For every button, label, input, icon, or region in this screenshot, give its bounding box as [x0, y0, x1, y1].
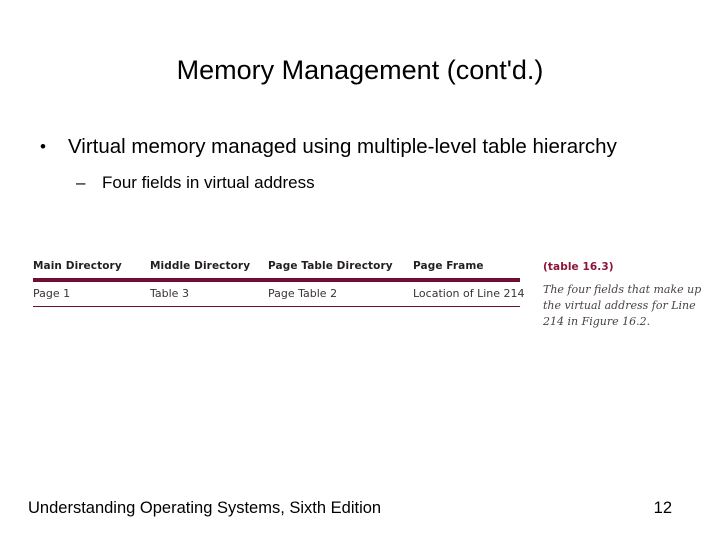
bullet-item-level2: – Four fields in virtual address [74, 170, 686, 196]
table-row: Page 1 Table 3 Page Table 2 Location of … [33, 282, 525, 306]
table-header-cell: Page Frame [413, 260, 484, 272]
table-figure: Main Directory Middle Directory Page Tab… [33, 258, 525, 307]
bullet-list: • Virtual memory managed using multiple-… [36, 132, 686, 196]
footer-page-number: 12 [653, 499, 672, 517]
table-header-cell: Page Table Directory [268, 260, 393, 272]
table-bottom-rule [33, 306, 520, 307]
table-header-rule [33, 278, 520, 282]
table-caption: (table 16.3) The four fields that make u… [543, 261, 703, 330]
table-header-row: Main Directory Middle Directory Page Tab… [33, 258, 523, 278]
table-cell: Table 3 [150, 287, 189, 300]
table-cell: Location of Line 214 [413, 287, 525, 300]
table-header-cell: Middle Directory [150, 260, 251, 272]
table-cell: Page 1 [33, 287, 71, 300]
caption-text: The four fields that make up the virtual… [543, 283, 702, 328]
footer-title: Understanding Operating Systems, Sixth E… [28, 499, 382, 517]
bullet-item-level1: • Virtual memory managed using multiple-… [36, 132, 686, 162]
table-cell: Page Table 2 [268, 287, 338, 300]
bullet-item-level1-text: Virtual memory managed using multiple-le… [68, 135, 617, 158]
dash-marker-icon: – [76, 173, 86, 192]
caption-label: (table 16.3) [543, 261, 614, 273]
page-title: Memory Management (cont'd.) [176, 55, 544, 85]
bullet-item-level2-text: Four fields in virtual address [102, 173, 315, 192]
bullet-marker-icon: • [40, 137, 46, 156]
table-header-cell: Main Directory [33, 260, 122, 272]
